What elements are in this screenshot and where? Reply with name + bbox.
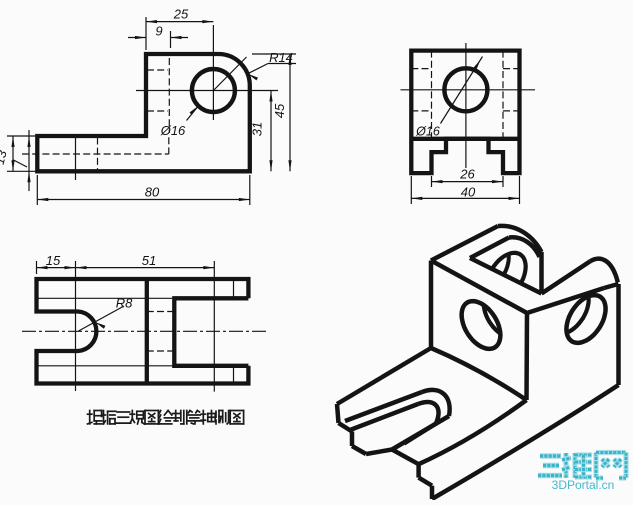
svg-text:Ø16: Ø16 [415, 125, 440, 139]
svg-text:31: 31 [250, 122, 265, 136]
svg-text:80: 80 [145, 185, 160, 200]
svg-text:25: 25 [173, 7, 189, 22]
svg-text:45: 45 [272, 103, 287, 118]
svg-text:R8: R8 [116, 296, 133, 311]
svg-text:51: 51 [142, 253, 156, 268]
svg-text:26: 26 [459, 167, 475, 182]
svg-text:15: 15 [46, 253, 61, 268]
svg-text:9: 9 [155, 24, 162, 39]
svg-text:Ø16: Ø16 [160, 123, 186, 138]
svg-text:3DPortal.cn: 3DPortal.cn [552, 478, 615, 492]
svg-text:13: 13 [0, 149, 10, 166]
svg-text:40: 40 [461, 185, 476, 200]
